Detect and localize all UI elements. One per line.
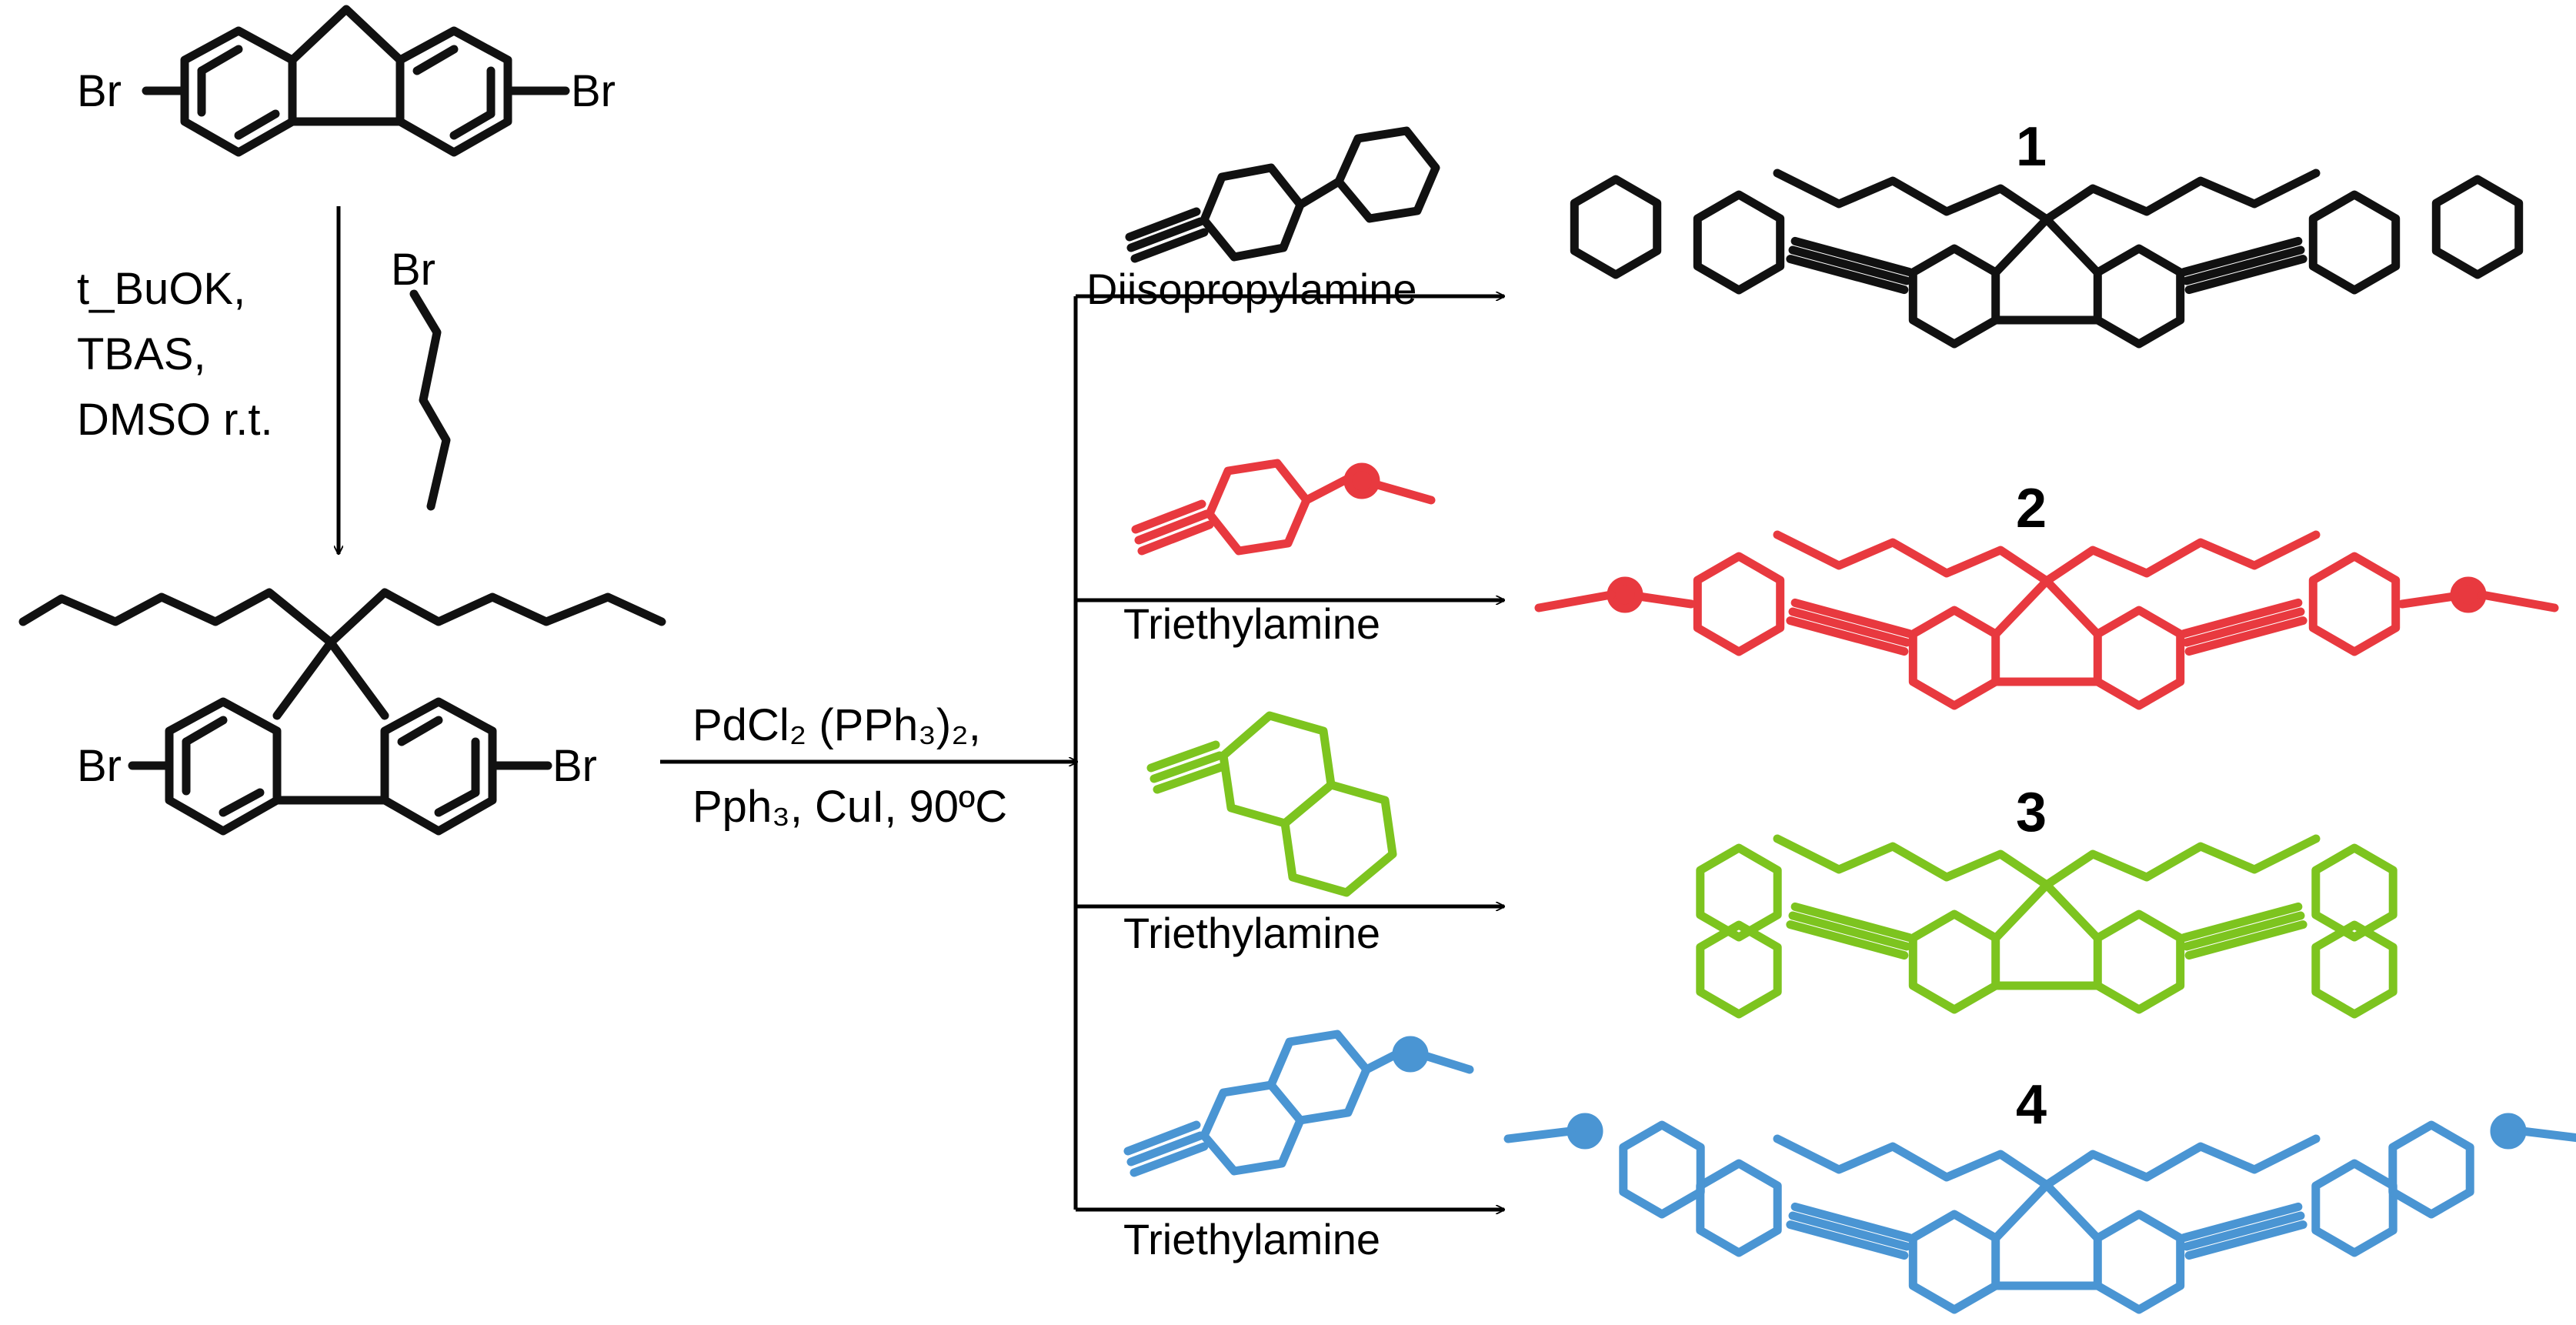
bromohexane-chain <box>409 289 451 511</box>
step1-reagent-line1: t_BuOK, <box>77 264 245 314</box>
product1-structure <box>1570 169 2524 349</box>
step2-conditions-line1: PdCl₂ (PPh₃)₂, <box>692 700 981 750</box>
dihexyl-dibromofluorene-structure <box>18 588 666 836</box>
step2-conditions-line2: Pph₃, CuI, 90ºC <box>692 782 1007 832</box>
branch2-alkyne-reagent <box>1131 459 1436 556</box>
product1-number: 1 <box>2016 116 2047 178</box>
branch1-alkyne-reagent <box>1125 126 1440 263</box>
product3-structure <box>1696 834 2397 1019</box>
product4-number: 4 <box>2016 1074 2047 1136</box>
branch2-amine-label: Triethylamine <box>1123 599 1380 648</box>
branch3-amine-label: Triethylamine <box>1123 909 1380 957</box>
step1-reagent-line2: TBAS, <box>77 329 206 379</box>
br-atom-right: Br <box>571 66 616 116</box>
step1-reagent-line3: DMSO r.t. <box>77 395 273 445</box>
dibromofluorene-structure <box>142 5 570 157</box>
br-atom-left: Br <box>77 66 122 116</box>
bromohexane-br-label: Br <box>391 245 435 295</box>
branch1-amine-label: Diisopropylamine <box>1086 265 1417 313</box>
branch4-amine-label: Triethylamine <box>1123 1215 1380 1263</box>
br-atom-intermediate-right: Br <box>552 741 597 791</box>
branch3-alkyne-reagent <box>1146 711 1397 897</box>
product2-structure <box>1534 530 2559 710</box>
product3-number: 3 <box>2016 782 2047 843</box>
product2-number: 2 <box>2016 478 2047 539</box>
branch4-alkyne-reagent <box>1123 1030 1474 1177</box>
product4-structure <box>1503 1113 2576 1314</box>
br-atom-intermediate-left: Br <box>77 741 122 791</box>
